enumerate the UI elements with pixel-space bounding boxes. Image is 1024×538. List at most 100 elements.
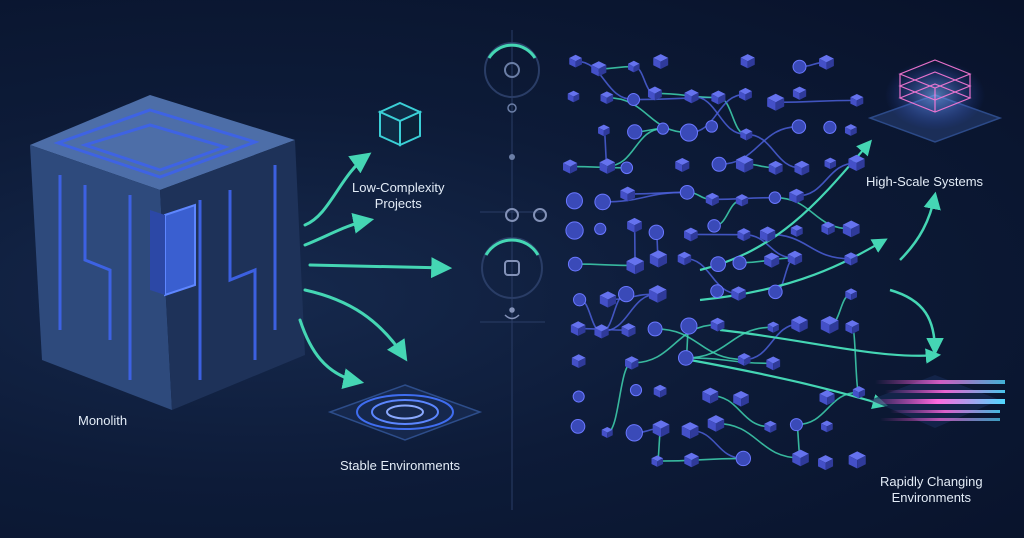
service-node-sphere <box>707 219 721 233</box>
service-node-cube <box>710 317 725 332</box>
connector-line <box>655 328 745 361</box>
service-node-sphere <box>768 191 782 204</box>
connector-line <box>796 391 859 426</box>
service-node-cube <box>844 252 858 266</box>
service-node-cube <box>767 321 779 333</box>
service-node-sphere <box>625 424 643 442</box>
service-node-cube <box>571 354 586 368</box>
service-node-cube <box>598 124 610 137</box>
service-node-cube <box>569 54 582 68</box>
connector-line <box>631 323 718 364</box>
service-node-cube <box>681 422 699 439</box>
service-node-cube <box>794 160 810 176</box>
service-node-cube <box>764 420 777 433</box>
service-node-sphere <box>679 123 699 142</box>
service-node-cube <box>735 155 754 173</box>
connector-line <box>685 326 774 359</box>
service-node-cube <box>599 291 617 308</box>
gauge-icon-mini <box>505 208 547 222</box>
connector-line <box>746 133 802 169</box>
service-node-cube <box>792 86 807 100</box>
service-node-cube <box>787 250 803 266</box>
service-node-cube <box>591 61 607 77</box>
service-node-sphere <box>711 156 727 172</box>
cube-left-face <box>30 145 172 410</box>
label-low-complexity-line1: Low-Complexity <box>352 180 445 195</box>
connector-line <box>718 96 747 136</box>
arrow-stable <box>303 288 408 362</box>
monolith-arrows <box>298 152 453 389</box>
label-rapidly-changing: Rapidly Changing Environments <box>880 474 983 506</box>
service-node-cube <box>821 221 835 236</box>
service-node-cube <box>711 90 726 105</box>
service-node-sphere <box>791 119 807 134</box>
service-node-cube <box>852 386 866 399</box>
service-node-cube <box>737 228 751 242</box>
connector-line <box>627 191 688 195</box>
arrow-high-scale <box>899 191 941 261</box>
connector-line <box>606 96 689 134</box>
connector-line <box>767 233 851 260</box>
service-node-cube <box>648 285 667 303</box>
service-node-sphere <box>629 384 643 397</box>
label-rapidly-line1: Rapidly Changing <box>880 474 983 489</box>
service-node-sphere <box>573 293 587 307</box>
connector-line <box>710 394 771 428</box>
service-node-sphere <box>656 122 670 135</box>
monolith-cube <box>30 95 305 410</box>
service-node-sphere <box>792 59 807 74</box>
connector-line <box>715 422 801 459</box>
label-stable-environments: Stable Environments <box>340 458 460 473</box>
service-node-cube <box>789 188 804 204</box>
connector-line <box>719 125 799 166</box>
service-node-cube <box>625 356 639 370</box>
service-node-sphere <box>705 120 718 133</box>
service-node-cube <box>821 420 833 433</box>
cube-top-face <box>30 95 295 190</box>
service-node-sphere <box>570 419 586 434</box>
service-node-cube <box>735 194 749 207</box>
service-node-cube <box>842 220 860 238</box>
service-node-cube <box>818 455 834 471</box>
service-node-cube <box>819 54 834 70</box>
service-node-sphere <box>618 285 635 303</box>
connector-line <box>796 162 857 197</box>
service-node-cube <box>653 54 669 70</box>
service-node-cube <box>820 315 839 334</box>
service-node-cube <box>844 124 857 136</box>
service-node-cube <box>626 256 644 275</box>
service-node-cube <box>848 451 866 469</box>
service-node-cube <box>768 160 783 175</box>
service-node-sphere <box>627 124 643 140</box>
service-node-sphere <box>735 450 752 467</box>
service-node-cube <box>570 321 586 336</box>
service-node-cube <box>647 86 662 101</box>
service-node-cube <box>845 320 860 334</box>
service-node-sphere <box>710 284 724 298</box>
connector-line <box>691 95 747 136</box>
arrow-rapidly-changing <box>889 288 944 356</box>
service-node-cube <box>767 93 785 111</box>
cube-right-face <box>160 140 305 410</box>
service-node-sphere <box>789 418 803 432</box>
connector-line <box>775 99 857 104</box>
arrow-center <box>308 257 453 279</box>
service-node-cube <box>848 154 865 172</box>
service-node-cube <box>850 93 864 107</box>
service-node-sphere <box>594 222 607 236</box>
signal-icon <box>504 307 520 320</box>
service-node-cube <box>599 158 616 174</box>
connector-line <box>684 257 739 295</box>
service-node-sphere <box>565 221 584 240</box>
microservices-network <box>563 54 944 471</box>
service-node-cube <box>731 286 746 301</box>
service-node-cube <box>684 89 699 104</box>
glowing-server-stack-icon <box>867 59 1003 143</box>
service-node-cube <box>601 426 613 439</box>
service-node-cube <box>791 315 808 333</box>
service-node-cube <box>684 452 699 468</box>
service-node-cube <box>649 250 668 268</box>
service-node-cube <box>790 224 803 237</box>
